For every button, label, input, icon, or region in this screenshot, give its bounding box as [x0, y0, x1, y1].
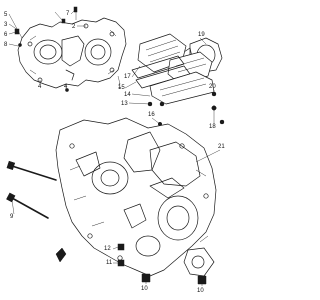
callout-4a: 4 — [38, 84, 42, 90]
parts-diagram: 5 3 6 8 7 4 4 1 2 19 17 15 14 13 20 16 1… — [4, 6, 225, 294]
callout-17: 17 — [124, 74, 131, 80]
callout-21: 21 — [218, 144, 225, 150]
callout-9: 9 — [10, 214, 14, 220]
dowel-pins — [14, 6, 78, 92]
crankcase-right-half — [55, 117, 217, 277]
callout-5: 5 — [4, 12, 8, 18]
callout-4b: 4 — [64, 84, 68, 90]
callout-2: 2 — [72, 24, 76, 30]
callout-20: 20 — [209, 84, 216, 90]
crankcase-exploded-view — [6, 6, 225, 286]
callout-3: 3 — [4, 22, 8, 28]
callout-18: 18 — [209, 124, 216, 130]
callout-1: 1 — [118, 84, 122, 90]
callout-11: 11 — [106, 260, 113, 266]
callout-7: 7 — [66, 11, 70, 17]
callout-16: 16 — [148, 112, 155, 118]
drain-bolts — [117, 243, 207, 285]
leader-lines — [8, 9, 221, 286]
crankcase-bolts — [6, 160, 67, 263]
callout-10a: 10 — [141, 286, 148, 292]
callout-8: 8 — [4, 42, 8, 48]
callout-19: 19 — [198, 32, 205, 38]
crankcase-gasket — [149, 141, 201, 187]
callout-10b: 10 — [197, 288, 204, 294]
callout-6: 6 — [4, 32, 8, 38]
callout-13: 13 — [121, 101, 128, 107]
callout-14: 14 — [124, 92, 131, 98]
callout-12: 12 — [104, 246, 111, 252]
reed-valve-assembly — [131, 33, 225, 127]
crankcase-left-half — [17, 17, 127, 89]
callout-15: 15 — [118, 85, 125, 91]
